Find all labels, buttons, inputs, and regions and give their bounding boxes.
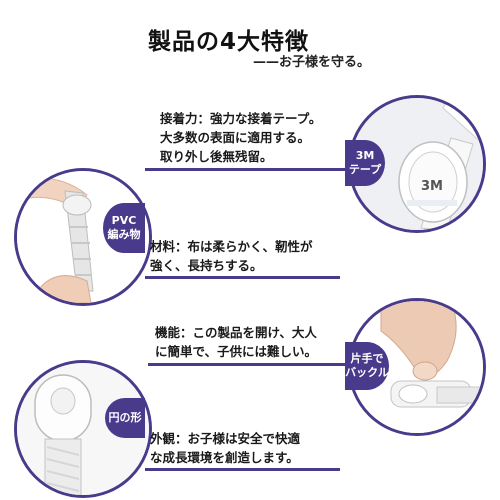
- 3m-tape-strap-illustration: 3M: [351, 98, 483, 230]
- feature-material-badge: PVC 編み物: [103, 203, 145, 253]
- feature-adhesive-text: 接着力：強力な接着テープ。 大多数の表面に適用する。 取り外し後無残留。: [160, 109, 321, 166]
- badge-line: バックル: [345, 366, 389, 379]
- feature-line: 大多数の表面に適用する。: [160, 130, 311, 145]
- 3m-tape-strap-image: 3M: [348, 95, 486, 233]
- feature-function-divider: [148, 363, 350, 366]
- feature-line: 接着力：強力な接着テープ。: [160, 111, 322, 126]
- feature-appearance-text: 外観：お子様は安全で快適 な成長環境を創造します。: [150, 429, 300, 467]
- badge-line: 編み物: [107, 228, 141, 241]
- feature-line: 取り外し後無残留。: [160, 149, 273, 164]
- feature-line: 強く、長持ちする。: [150, 258, 263, 273]
- feature-appearance-divider: [145, 468, 340, 471]
- round-buckle-illustration: [17, 363, 149, 495]
- feature-function-text: 機能：この製品を開け、大人 に簡単で、子供には難しい。: [155, 323, 317, 361]
- badge-line: 片手で: [350, 352, 384, 365]
- badge-line: PVC: [111, 214, 137, 227]
- svg-text:3M: 3M: [421, 179, 443, 194]
- badge-line: 3M: [355, 149, 375, 162]
- feature-line: な成長環境を創造します。: [150, 450, 299, 465]
- feature-line: に簡単で、子供には難しい。: [155, 344, 318, 359]
- feature-material-text: 材料：布は柔らかく、靭性が 強く、長持ちする。: [150, 237, 313, 275]
- feature-adhesive-badge: 3M テープ: [345, 140, 385, 186]
- badge-line: 円の形: [108, 411, 142, 424]
- feature-function-badge: 片手で バックル: [345, 342, 389, 390]
- feature-appearance-badge: 円の形: [105, 398, 145, 438]
- badge-line: テープ: [348, 163, 382, 176]
- feature-line: 機能：この製品を開け、大人: [155, 325, 317, 340]
- feature-line: 材料：布は柔らかく、靭性が: [150, 239, 313, 254]
- feature-line: 外観：お子様は安全で快適: [150, 431, 301, 446]
- feature-material-divider: [145, 276, 340, 279]
- page-title: 製品の4大特徴: [148, 29, 310, 55]
- page-subtitle: ——お子様を守る。: [253, 55, 371, 70]
- feature-adhesive-divider: [145, 168, 350, 171]
